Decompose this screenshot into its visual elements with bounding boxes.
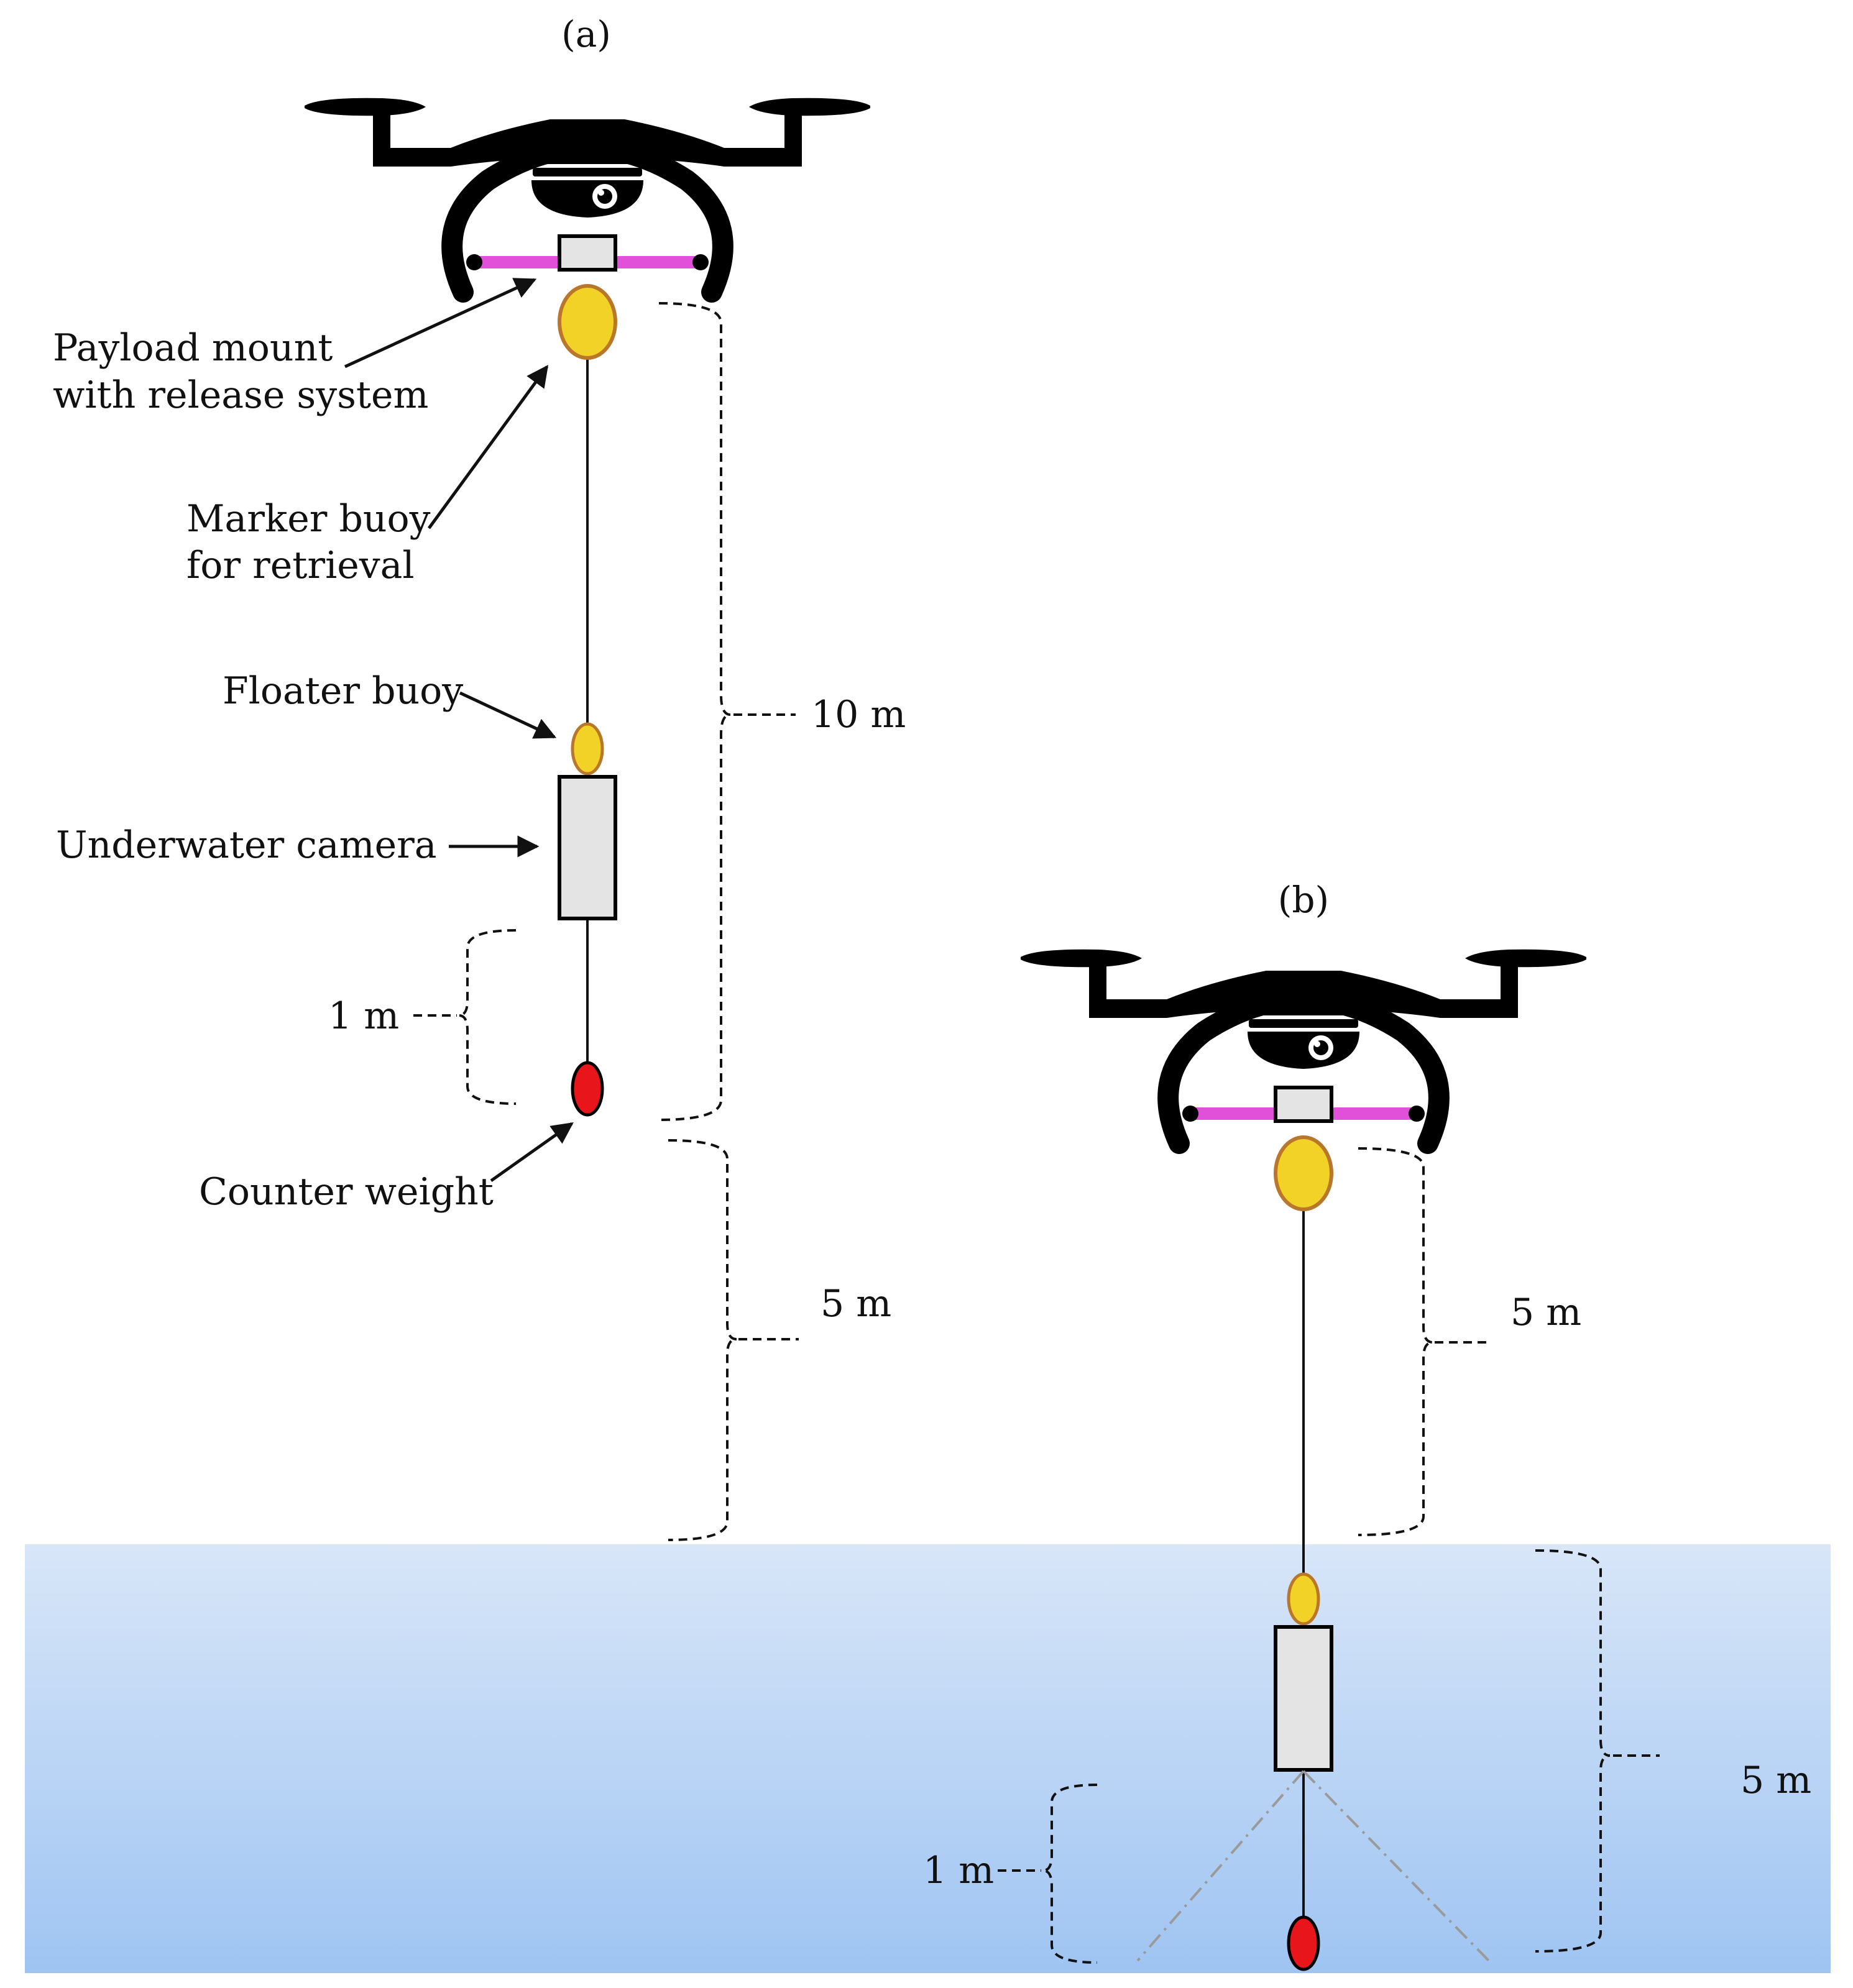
underwater-camera-b: [1274, 1625, 1333, 1772]
drone-a: [305, 98, 870, 292]
water-body: [25, 1544, 1831, 1973]
payload-mount-arrow: [344, 278, 537, 369]
marker-buoy-arrow: [427, 365, 549, 529]
drone-b: [1021, 950, 1586, 1143]
floater-buoy-label: Floater buoy: [223, 669, 463, 713]
payload-mount-label-2: with release system: [53, 373, 428, 417]
counter-weight-label: Counter weight: [199, 1170, 494, 1214]
floater-buoy-b: [1287, 1572, 1320, 1626]
counter-weight-arrow: [490, 1122, 574, 1183]
payload-mount-label-1: Payload mount: [53, 326, 333, 370]
dimension-10m-label: 10 m: [811, 693, 906, 736]
brace-10m: [658, 302, 731, 1121]
camera-fov-right: [1302, 1770, 1490, 1962]
floater-buoy-a: [571, 722, 604, 776]
underwater-camera-label: Underwater camera: [56, 823, 437, 867]
marker-buoy-label-1: Marker buoy: [186, 497, 431, 541]
release-system-box: [558, 234, 617, 272]
counter-weight-a: [571, 1061, 604, 1117]
release-system-box-b: [1274, 1086, 1333, 1123]
brace-5m-b: [1358, 1147, 1433, 1536]
dimension-1m-a-label: 1 m: [328, 994, 399, 1038]
marker-buoy-b: [1274, 1135, 1333, 1211]
dimension-5m-depth-label: 5 m: [1740, 1759, 1811, 1802]
dimension-1m-b-label: 1 m: [923, 1849, 994, 1892]
panel-b-label: (b): [1278, 879, 1329, 921]
dimension-5m-a-label: 5 m: [821, 1282, 891, 1326]
counter-weight-b: [1287, 1915, 1320, 1971]
marker-buoy-label-2: for retrieval: [186, 544, 415, 587]
marker-buoy-a: [558, 284, 617, 360]
floater-buoy-arrow: [459, 691, 557, 739]
brace-5m-a: [668, 1139, 737, 1541]
brace-5m-depth: [1535, 1549, 1611, 1953]
brace-1m-b: [1042, 1784, 1098, 1964]
brace-1m-a: [458, 929, 517, 1105]
panel-a-label: (a): [561, 13, 611, 55]
dimension-5m-b-label: 5 m: [1510, 1291, 1581, 1334]
underwater-camera-icon: [558, 775, 617, 920]
camera-fov-left: [1136, 1770, 1305, 1962]
